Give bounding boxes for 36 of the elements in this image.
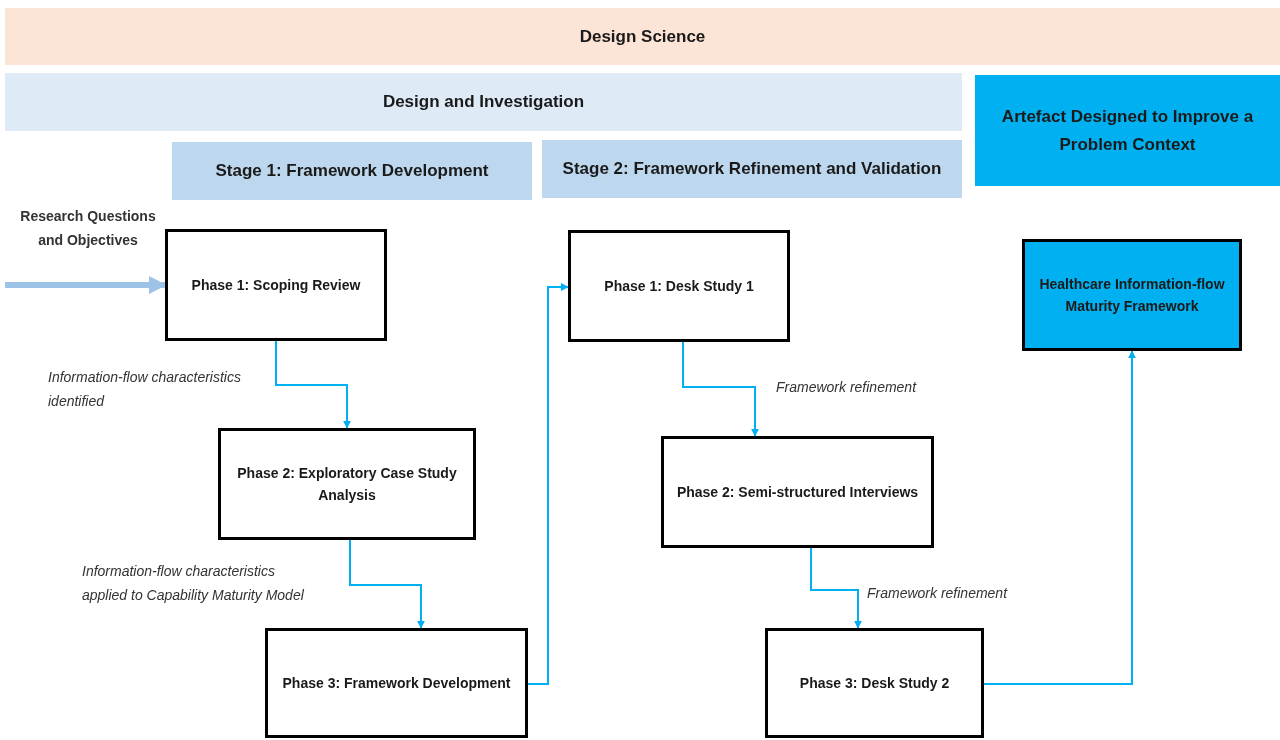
artefact-box	[975, 75, 1280, 186]
process-box	[218, 428, 476, 540]
process-box	[568, 230, 790, 342]
stage-header	[542, 140, 962, 198]
box-label: Phase 2: Semi-structured Interviews	[676, 482, 919, 502]
arrow	[527, 283, 569, 685]
result-box	[1022, 239, 1242, 351]
box-label: Design and Investigation	[382, 91, 585, 114]
box-label: Stage 2: Framework Refinement and Validation	[562, 158, 942, 181]
box-label: Healthcare Information-flow Maturity Framework	[1038, 274, 1226, 316]
arrow	[810, 547, 862, 629]
box-label: Design Science	[579, 25, 706, 48]
arrow	[275, 340, 351, 429]
box-label: Phase 3: Desk Study 2	[799, 673, 950, 693]
box-label: Phase 2: Exploratory Case Study Analysis	[236, 463, 458, 505]
arrow	[349, 539, 425, 629]
box-label: Phase 1: Scoping Review	[191, 275, 361, 295]
band	[5, 73, 962, 131]
edge-label: Framework refinement	[776, 378, 918, 397]
box-label: Phase 1: Desk Study 1	[604, 276, 754, 296]
process-box	[265, 628, 528, 738]
process-box	[165, 229, 387, 341]
edge-label: Framework refinement	[867, 584, 1009, 603]
edge-label: Information-flow characteristics applied to Capability Maturity Model	[82, 562, 305, 605]
box-label: Artefact Designed to Improve a Problem Context	[1000, 106, 1255, 156]
box-label: Stage 1: Framework Development	[215, 160, 489, 183]
edge-label: Information-flow characteristics identified	[48, 368, 242, 411]
arrow	[5, 276, 167, 294]
arrow	[682, 341, 759, 437]
process-box	[765, 628, 984, 738]
stage-header	[172, 142, 532, 200]
process-box	[661, 436, 934, 548]
arrow	[983, 350, 1136, 685]
edge-label: Research Questions and Objectives	[19, 207, 157, 250]
band	[5, 8, 1280, 65]
box-label: Phase 3: Framework Development	[282, 673, 511, 693]
